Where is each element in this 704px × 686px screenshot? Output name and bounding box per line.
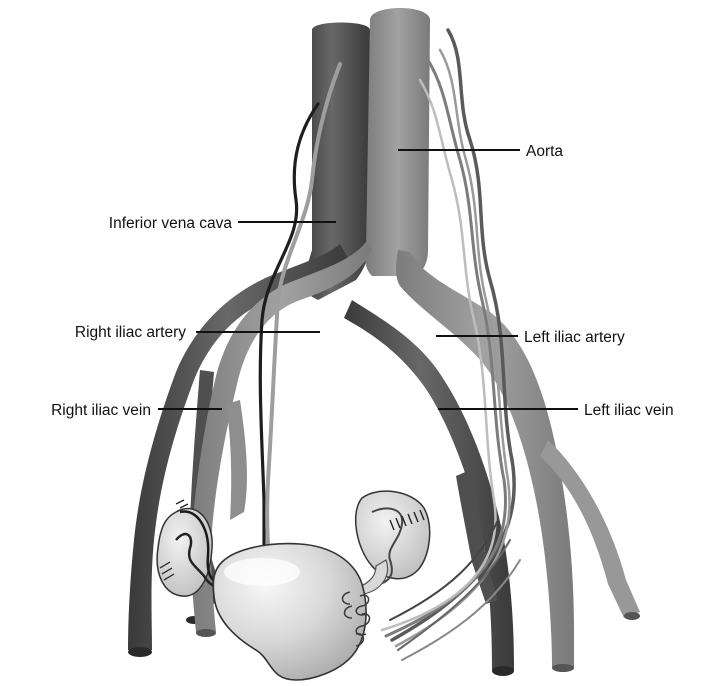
right-iliac-artery-label: Right iliac artery [75, 324, 186, 341]
right-artery-end [196, 629, 216, 637]
uterus-highlight [224, 558, 300, 586]
inferior-vena-cava-label: Inferior vena cava [109, 215, 233, 232]
right-internal-iliac-artery [226, 400, 247, 520]
aorta-vessel [365, 8, 430, 276]
aorta-label: Aorta [526, 143, 563, 160]
left-artery-end [552, 664, 574, 672]
uterus [213, 544, 369, 680]
left-vein-end [492, 666, 514, 676]
left-iliac-artery-label: Left iliac artery [524, 329, 625, 346]
right-vein-end [128, 647, 152, 657]
left-external-artery-end [624, 612, 640, 620]
left-ovary [356, 491, 430, 579]
right-ovary [157, 508, 212, 596]
right-iliac-vein-label: Right iliac vein [51, 402, 151, 419]
left-iliac-vein-label: Left iliac vein [584, 402, 674, 419]
